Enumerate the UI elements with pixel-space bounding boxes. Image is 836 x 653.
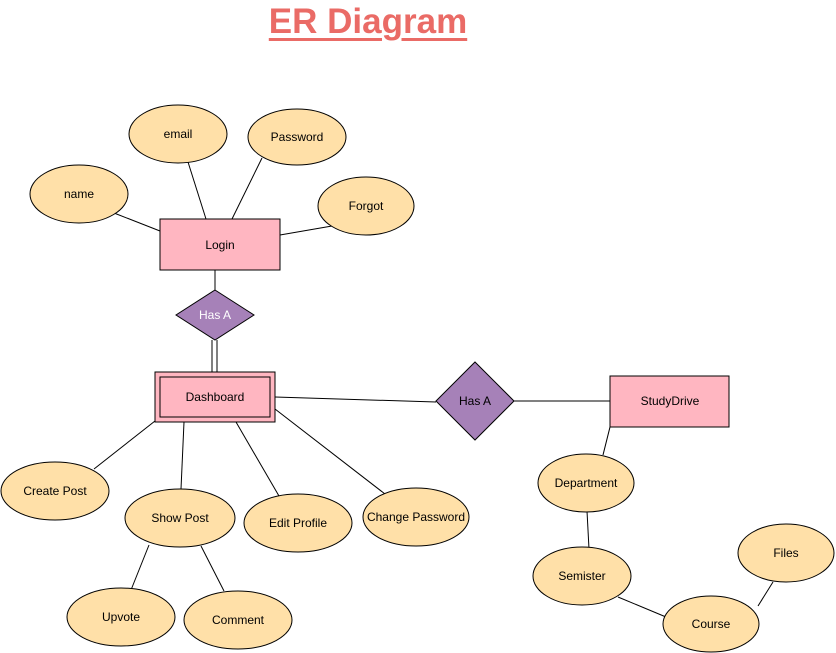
connector-email-login [187, 161, 207, 220]
attribute-password[interactable]: Password [247, 108, 347, 166]
connector-name-login [113, 212, 161, 232]
attribute-label: Edit Profile [269, 516, 327, 530]
relationship-label: Has A [459, 394, 491, 408]
connector-course-files [757, 581, 774, 607]
entity-studydrive[interactable]: StudyDrive [609, 375, 730, 428]
connector-dashboard-editprofile [235, 421, 280, 497]
attribute-label: email [164, 127, 193, 141]
attribute-edit-profile[interactable]: Edit Profile [243, 493, 353, 553]
attribute-forgot[interactable]: Forgot [317, 176, 415, 236]
attribute-label: Password [271, 130, 324, 144]
relationship-has-a-dashboard-studydrive[interactable]: Has A [435, 361, 515, 441]
relationship-has-a-login-dashboard[interactable]: Has A [175, 289, 255, 341]
attribute-label: Semister [558, 569, 605, 583]
attribute-files[interactable]: Files [737, 523, 835, 583]
connector-forgot-login [279, 225, 333, 236]
attribute-label: Show Post [151, 511, 209, 525]
attribute-name[interactable]: name [29, 164, 129, 224]
connector-showpost-comment [200, 545, 225, 592]
connector-dashboard-hasa2 [274, 396, 437, 403]
attribute-label: Create Post [23, 484, 87, 498]
connector-dashboard-changepassword [274, 408, 386, 495]
attribute-department[interactable]: Department [537, 453, 635, 513]
attribute-change-password[interactable]: Change Password [362, 487, 470, 547]
connector-studydrive-department [602, 426, 611, 456]
attribute-email[interactable]: email [128, 104, 228, 164]
connector-password-login [231, 157, 263, 220]
connectors [93, 157, 774, 618]
attribute-create-post[interactable]: Create Post [0, 461, 110, 521]
connector-department-semister [586, 510, 590, 550]
attribute-label: name [64, 187, 94, 201]
diagram-title: ER Diagram [268, 2, 468, 41]
connector-dashboard-createpost [93, 420, 156, 470]
attribute-comment[interactable]: Comment [183, 590, 293, 650]
attribute-upvote[interactable]: Upvote [66, 587, 176, 647]
attribute-label: Upvote [102, 610, 140, 624]
entity-login[interactable]: Login [159, 218, 281, 271]
entity-studydrive-label: StudyDrive [641, 394, 700, 408]
attribute-label: Department [555, 476, 618, 490]
entity-dashboard-label: Dashboard [186, 390, 245, 404]
entity-dashboard[interactable]: Dashboard [154, 371, 276, 423]
attribute-label: Comment [212, 613, 265, 627]
relationship-label: Has A [199, 308, 231, 322]
attribute-course[interactable]: Course [662, 595, 760, 653]
attribute-semister[interactable]: Semister [532, 546, 632, 606]
attribute-label: Files [773, 546, 798, 560]
connector-dashboard-showpost [180, 421, 185, 490]
connector-showpost-upvote [130, 544, 150, 591]
attribute-label: Forgot [349, 199, 384, 213]
connector-semister-course [617, 596, 667, 618]
attribute-show-post[interactable]: Show Post [124, 488, 236, 548]
entity-login-label: Login [205, 238, 234, 252]
attribute-label: Change Password [367, 510, 465, 524]
attribute-label: Course [692, 617, 731, 631]
